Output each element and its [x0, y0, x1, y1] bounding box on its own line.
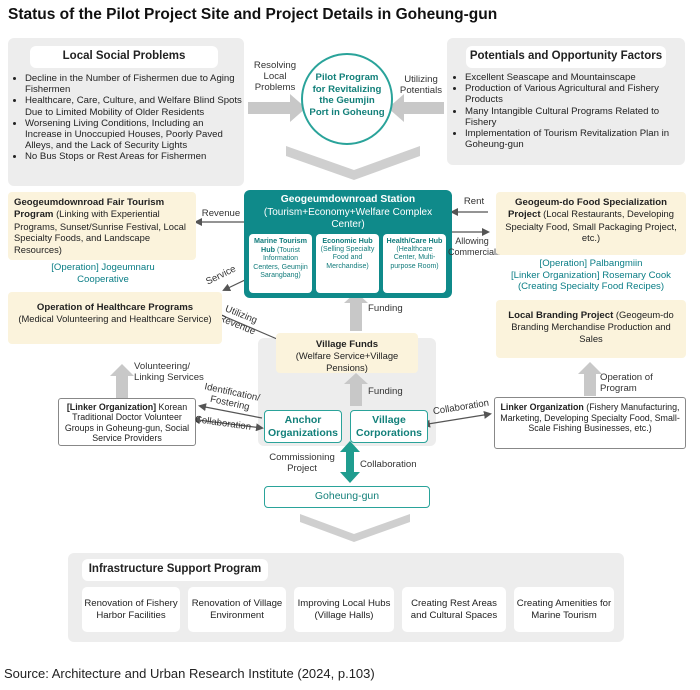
- collaboration-left-arrow: [192, 416, 264, 432]
- rent-label: Rent: [463, 196, 485, 207]
- list-item: No Bus Stops or Rest Areas for Fishermen: [25, 151, 242, 162]
- list-item: Decline in the Number of Fishermen due t…: [25, 73, 242, 95]
- local-branding-title: Local Branding Project: [508, 310, 614, 321]
- goheung-gun-box: Goheung-gun: [264, 486, 430, 508]
- infrastructure-title: Infrastructure Support Program: [88, 563, 262, 575]
- village-corporations-box: Village Corporations: [350, 410, 428, 443]
- hub-desc: (Selling Specialty Food and Merchandise): [320, 246, 375, 270]
- local-branding-desc: (Geogeum-do Branding Merchandise Product…: [511, 309, 674, 344]
- healthcare-title: Operation of Healthcare Programs: [36, 302, 194, 313]
- local-problems-title: Local Social Problems: [62, 50, 186, 62]
- collaboration-bottom-label: Collaboration: [360, 459, 417, 470]
- page-title: Status of the Pilot Project Site and Pro…: [8, 6, 498, 23]
- food-operation: [Operation] Palbangmiin: [539, 258, 643, 269]
- marine-tourism-hub: Marine Tourism Hub (Tourist Information …: [249, 234, 312, 293]
- allowing-label: Allowing Commercialization: [448, 236, 523, 257]
- pilot-program-circle: [301, 53, 393, 145]
- list-item: Excellent Seascape and Mountainscape: [465, 72, 680, 83]
- hub-name: Economic Hub: [322, 236, 373, 245]
- fair-tourism-desc: (Linking with Experiential Programs, Sun…: [14, 208, 186, 255]
- fishery-linker-box: Linker Organization (Fishery Manufacturi…: [494, 397, 686, 449]
- economic-hub: Economic Hub (Selling Specialty Food and…: [316, 234, 379, 293]
- hub-desc: (Healthcare Center, Multi-purpose Room): [390, 246, 439, 270]
- local-problems-title-box: [30, 46, 218, 68]
- local-branding-box: Local Branding Project (Geogeum-do Brand…: [496, 300, 686, 358]
- revenue-label: Revenue: [201, 208, 241, 219]
- operation-program-arrow: [578, 362, 602, 396]
- pilot-program-text: Pilot Program for Revitalizing the Geumj…: [309, 72, 385, 118]
- teal-double-arrow: [340, 441, 360, 483]
- food-title: Geogeum-do Food Specialization Project: [508, 197, 667, 221]
- village-corps-label: Village Corporations: [356, 414, 422, 439]
- identification-arrow: [198, 403, 263, 419]
- goheung-gun-label: Goheung-gun: [314, 490, 380, 502]
- korean-linker-desc: Korean Traditional Doctor Volunteer Grou…: [64, 402, 190, 444]
- food-desc: (Local Restaurants, Developing Specialty…: [505, 208, 677, 244]
- utilizing-arrow: [388, 94, 444, 122]
- resolving-arrow: [248, 94, 306, 122]
- list-item: Many Intangible Cultural Programs Relate…: [465, 106, 680, 128]
- potentials-title-box: [466, 46, 666, 68]
- station-title: Geogeumdownroad Station: [280, 194, 416, 205]
- hub-name: Health/Care Hub: [386, 236, 443, 245]
- chevron-to-infra: [300, 514, 410, 542]
- korean-linker-box: [Linker Organization] Korean Traditional…: [58, 398, 196, 446]
- local-problems-list: Decline in the Number of Fishermen due t…: [12, 73, 242, 163]
- food-linker: [Linker Organization] Rosemary Cook (Cre…: [511, 270, 671, 293]
- commissioning-label: Commissioning Project: [269, 452, 335, 474]
- chevron-down: [286, 146, 420, 180]
- fair-tourism-box: Geogeumdownroad Fair Tourism Program (Li…: [8, 192, 196, 260]
- infrastructure-title-box: [82, 559, 268, 581]
- fair-tourism-title: Geogeumdownroad Fair Tourism Program: [14, 197, 165, 221]
- source-caption: Source: Architecture and Urban Research …: [4, 666, 375, 681]
- funding-label-1: Funding: [368, 303, 403, 314]
- village-funds-box: Village Funds (Welfare Service+Village P…: [276, 333, 418, 373]
- healthcare-desc: (Medical Volunteering and Healthcare Ser…: [18, 313, 212, 325]
- resolving-label: Resolving Local Problems: [253, 60, 297, 93]
- list-item: Implementation of Tourism Revitalization…: [465, 128, 680, 150]
- utilizing-revenue-arrow: [212, 310, 285, 343]
- volunteering-label: Volunteering/ Linking Services: [134, 361, 204, 383]
- operation-of-program-label: Operation of Program: [600, 372, 653, 394]
- funding-arrow-2: [344, 373, 368, 406]
- health-care-hub: Health/Care Hub (Healthcare Center, Mult…: [383, 234, 446, 293]
- food-specialization-box: Geogeum-do Food Specialization Project (…: [496, 192, 686, 255]
- hub-name: Marine Tourism Hub: [254, 236, 307, 255]
- potentials-list: Excellent Seascape and Mountainscape Pro…: [452, 72, 680, 150]
- potentials-title: Potentials and Opportunity Factors: [469, 50, 663, 62]
- infra-item-marine-tourism: Creating Amenities for Marine Tourism: [514, 587, 614, 632]
- fishery-linker-desc: (Fishery Manufacturing, Marketing, Devel…: [500, 402, 680, 434]
- list-item: Worsening Living Conditions, Including a…: [25, 118, 242, 152]
- funding-arrow-1: [344, 292, 368, 331]
- infra-item-local-hubs: Improving Local Hubs (Village Halls): [294, 587, 394, 632]
- village-funds-desc: (Welfare Service+Village Pensions): [295, 350, 399, 373]
- collaboration-right-arrow: [422, 411, 492, 428]
- list-item: Healthcare, Care, Culture, and Welfare B…: [25, 95, 242, 117]
- fair-tourism-operation: [Operation] Jogeumnaru Cooperative: [51, 262, 155, 285]
- utilizing-potentials-label: Utilizing Potentials: [399, 74, 443, 96]
- healthcare-box: Operation of Healthcare Programs (Medica…: [8, 292, 222, 344]
- anchor-orgs-label: Anchor Organizations: [267, 414, 338, 439]
- list-item: Production of Various Agricultural and F…: [465, 83, 680, 105]
- korean-linker-title: [Linker Organization]: [66, 402, 157, 412]
- infra-item-village-environment: Renovation of Village Environment: [188, 587, 286, 632]
- volunteering-arrow: [110, 364, 134, 398]
- infra-item-rest-areas: Creating Rest Areas and Cultural Spaces: [402, 587, 506, 632]
- fishery-linker-title: Linker Organization: [500, 402, 584, 412]
- anchor-organizations-box: Anchor Organizations: [264, 410, 342, 443]
- hub-desc: (Tourist Information Centers, Geumjin Sa…: [253, 247, 308, 279]
- station-subtitle: (Tourism+Economy+Welfare Complex Center): [263, 207, 433, 230]
- village-funds-title: Village Funds: [315, 339, 379, 350]
- infra-item-fishery-harbor: Renovation of Fishery Harbor Facilities: [82, 587, 180, 632]
- funding-label-2: Funding: [368, 386, 403, 397]
